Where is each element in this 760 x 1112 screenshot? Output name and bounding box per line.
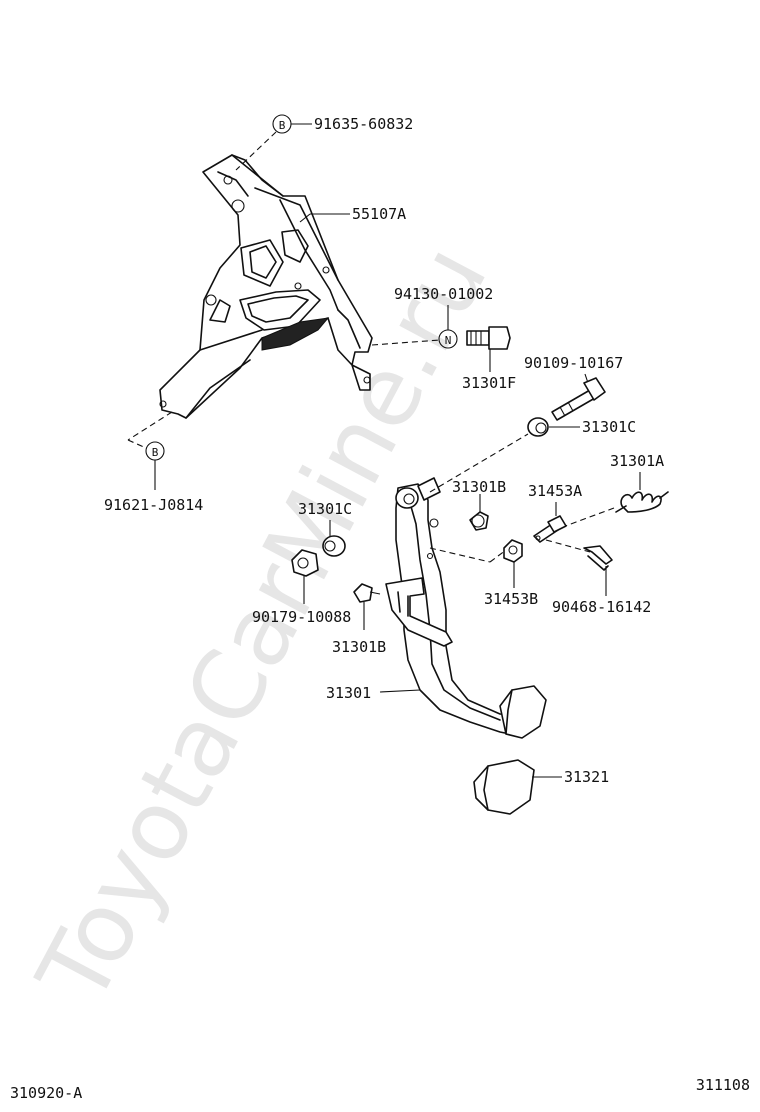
callout-31453a: 31453A	[528, 482, 582, 500]
callout-31301c-left: 31301C	[298, 500, 352, 518]
callout-55107a: 55107A	[352, 205, 406, 223]
callout-31301c-top: 31301C	[582, 418, 636, 436]
callout-31301: 31301	[326, 684, 371, 702]
cushion-31301b-bottom	[353, 583, 381, 603]
cushion-31301b-top	[469, 511, 489, 531]
badge-b-left-label: B	[152, 446, 159, 459]
return-spring-31301a	[615, 491, 669, 513]
callout-31453b: 31453B	[484, 590, 538, 608]
nut-31453b	[503, 539, 523, 563]
callout-90468-16142: 90468-16142	[552, 598, 651, 616]
pedal-pad-31321	[473, 759, 535, 815]
callout-31301b-bottom: 31301B	[332, 638, 386, 656]
callout-94130-01002: 94130-01002	[394, 285, 493, 303]
badge-b-top-label: B	[279, 119, 286, 132]
clevis-pin-31453a	[533, 515, 567, 543]
callout-90179-10088: 90179-10088	[252, 608, 351, 626]
callout-31301f: 31301F	[462, 374, 516, 392]
callout-91635-60832: 91635-60832	[314, 115, 413, 133]
callout-31321: 31321	[564, 768, 609, 786]
clip-90468-16142	[583, 545, 613, 571]
callout-91621-j0814: 91621-J0814	[104, 496, 203, 514]
callout-31301b-top: 31301B	[452, 478, 506, 496]
diagram-code-right: 311108	[696, 1076, 750, 1094]
pedal-pad-on-arm	[499, 685, 547, 739]
bushing-31301c-left	[322, 535, 346, 557]
diagram-code-left: 310920-A	[10, 1084, 82, 1102]
callout-31301a: 31301A	[610, 452, 664, 470]
callout-90109-10167: 90109-10167	[524, 354, 623, 372]
badge-n-label: N	[445, 334, 452, 347]
bolt-31301f	[466, 326, 511, 350]
bolt-90109-10167	[551, 377, 606, 421]
nut-90179-10088	[291, 549, 319, 577]
pedal-bracket-55107a	[159, 154, 373, 419]
bushing-31301c-top	[527, 417, 549, 437]
